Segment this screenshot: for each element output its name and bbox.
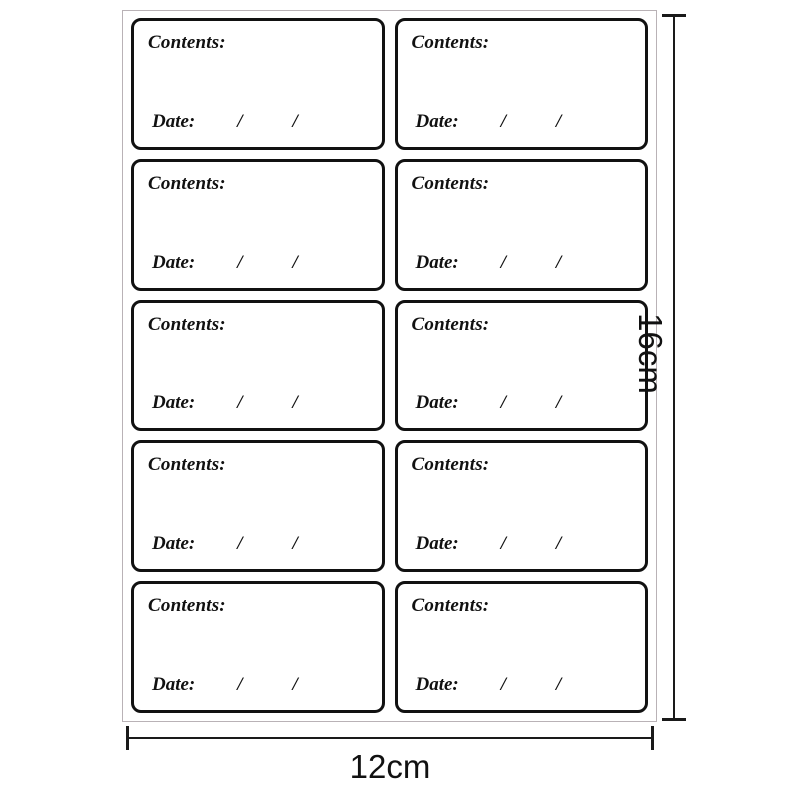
date-separator-slash-second: / [556, 392, 562, 414]
date-separator-slash-first: / [237, 251, 243, 273]
contents-field-label: Contents: [148, 454, 226, 476]
contents-field-label: Contents: [411, 595, 490, 617]
height-dimension-cap-bottom [662, 718, 686, 721]
date-field-label: Date: [415, 251, 459, 273]
contents-field-label: Contents: [411, 454, 490, 476]
date-field-label: Date: [152, 392, 196, 414]
date-field-row: Date: / / [152, 252, 298, 274]
label-card[interactable]: Contents: Date: / / [394, 18, 648, 150]
height-dimension-label: 16cm [632, 313, 669, 394]
label-sheet: Contents:Date://Contents:Date://Contents… [122, 10, 657, 722]
width-dimension-cap-right [651, 726, 654, 750]
label-cell: Contents: Date: / / [126, 436, 390, 577]
date-field-row: Date: / / [416, 111, 562, 133]
label-cell: Contents: Date: / / [126, 14, 390, 155]
label-card[interactable]: Contents: Date: / / [131, 299, 385, 432]
date-separator-slash-first: / [237, 392, 243, 414]
label-cell: Contents: Date: / / [126, 577, 390, 718]
date-field-row: Date: / / [152, 111, 298, 133]
width-dimension-line [126, 726, 654, 750]
date-separator-slash-second: / [292, 392, 298, 414]
date-separator-slash-first: / [500, 392, 507, 414]
date-separator-slash-first: / [500, 251, 507, 273]
label-cell: Contents: Date: / / [390, 577, 654, 718]
label-cell: Contents: Date: / / [126, 296, 390, 437]
label-card[interactable]: Contents: Date: / / [394, 440, 648, 573]
date-field-row: Date: / / [416, 533, 562, 555]
label-card[interactable]: Contents: Date: / / [394, 299, 648, 432]
width-dimension-label: 12cm [349, 748, 431, 785]
date-field-label: Date: [415, 674, 459, 695]
date-field-row: Date: / / [152, 674, 298, 696]
date-field-label: Date: [152, 674, 196, 695]
label-card[interactable]: Contents: Date: / / [131, 440, 385, 573]
date-field-label: Date: [415, 392, 459, 414]
date-field-row: Date: / / [416, 252, 562, 274]
date-field-row: Date: / / [152, 392, 298, 414]
contents-field-label: Contents: [411, 172, 490, 194]
date-separator-slash-first: / [500, 674, 507, 695]
date-separator-slash-second: / [292, 533, 298, 555]
contents-field-label: Contents: [148, 313, 226, 335]
label-cell: Contents: Date: / / [390, 436, 654, 577]
height-dimension-line [662, 14, 686, 721]
label-cell: Contents: Date: / / [126, 155, 390, 296]
label-card[interactable]: Contents: Date: / / [131, 18, 385, 150]
label-cell: Contents: Date: / / [390, 14, 654, 155]
date-field-label: Date: [415, 533, 459, 555]
date-separator-slash-first: / [237, 533, 243, 555]
date-separator-slash-second: / [556, 533, 562, 555]
label-cell: Contents: Date: / / [390, 155, 654, 296]
date-field-row: Date: / / [152, 533, 298, 555]
contents-field-label: Contents: [411, 32, 490, 53]
date-separator-slash-second: / [292, 674, 298, 695]
date-field-label: Date: [152, 251, 196, 273]
date-separator-slash-second: / [556, 674, 562, 695]
date-field-label: Date: [415, 110, 459, 132]
date-separator-slash-first: / [237, 674, 243, 695]
date-separator-slash-second: / [292, 110, 298, 132]
date-field-label: Date: [152, 533, 196, 555]
date-separator-slash-first: / [237, 110, 243, 132]
height-dimension-cap-top [662, 14, 686, 17]
date-separator-slash-second: / [556, 251, 562, 273]
contents-field-label: Contents: [411, 313, 490, 335]
date-separator-slash-first: / [500, 533, 507, 555]
contents-field-label: Contents: [148, 595, 226, 617]
label-grid: Contents:Date://Contents:Date://Contents… [123, 11, 656, 721]
label-cell: Contents: Date: / / [390, 296, 654, 437]
label-card[interactable]: Contents: Date: / / [131, 158, 385, 291]
date-separator-slash-second: / [556, 110, 562, 132]
date-field-row: Date: / / [416, 674, 562, 696]
date-field-row: Date: / / [416, 392, 562, 414]
width-dimension-cap-left [126, 726, 129, 750]
date-field-label: Date: [152, 110, 196, 132]
label-card[interactable]: Contents: Date: / / [394, 581, 648, 713]
label-card[interactable]: Contents: Date: / / [394, 158, 648, 291]
date-separator-slash-first: / [500, 110, 507, 132]
contents-field-label: Contents: [148, 172, 226, 194]
date-separator-slash-second: / [292, 251, 298, 273]
label-card[interactable]: Contents: Date: / / [131, 581, 385, 713]
contents-field-label: Contents: [148, 32, 226, 53]
